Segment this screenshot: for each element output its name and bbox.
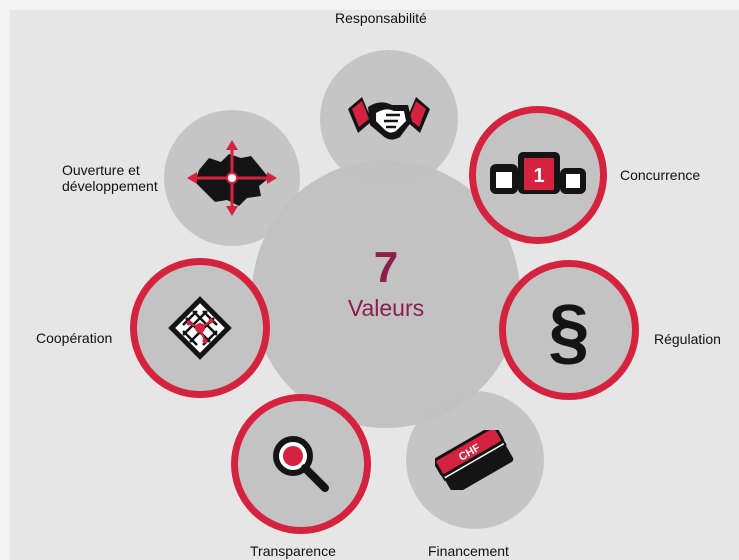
handshake-icon bbox=[348, 97, 430, 140]
label-regulation: Régulation bbox=[654, 331, 721, 347]
label-ouverture-line1: Ouverture et bbox=[62, 162, 140, 178]
podium-number: 1 bbox=[533, 165, 544, 187]
label-cooperation: Coopération bbox=[36, 330, 113, 346]
chf-banknotes-icon: CHF bbox=[435, 430, 514, 490]
paragraph-icon: § bbox=[548, 290, 589, 370]
value-node-transparence bbox=[231, 394, 371, 534]
label-ouverture-line2: développement bbox=[62, 178, 158, 194]
value-node-ouverture bbox=[164, 110, 300, 246]
network-grid-icon bbox=[168, 296, 232, 360]
label-financement: Financement bbox=[428, 543, 509, 559]
value-node-concurrence: 1 bbox=[469, 106, 607, 244]
svg-text:§: § bbox=[548, 290, 589, 370]
value-node-regulation: § bbox=[499, 260, 639, 400]
label-transparence: Transparence bbox=[250, 543, 336, 559]
value-node-cooperation bbox=[130, 258, 270, 398]
center-title: Valeurs bbox=[347, 295, 425, 321]
podium-icon: 1 bbox=[490, 152, 586, 194]
label-concurrence: Concurrence bbox=[620, 167, 701, 183]
switzerland-arrows-icon bbox=[187, 140, 277, 216]
value-node-financement: CHF bbox=[406, 391, 544, 529]
center-number: 7 bbox=[373, 243, 399, 292]
label-responsabilite: Responsabilité bbox=[335, 10, 427, 26]
magnifier-icon bbox=[273, 436, 329, 492]
value-node-responsabilite bbox=[320, 50, 458, 188]
